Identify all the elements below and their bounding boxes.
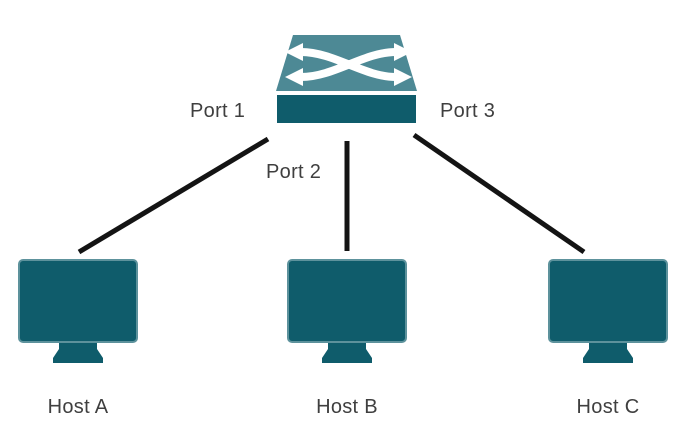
link-switch-host-c	[412, 132, 586, 255]
host-c	[548, 259, 668, 363]
host-c-label: Host C	[576, 396, 640, 418]
monitor-icon	[287, 259, 407, 363]
port-1-label: Port 1	[190, 100, 246, 122]
port-2-label: Port 2	[266, 161, 322, 183]
network-switch	[276, 35, 417, 123]
lan-switch-icon	[276, 35, 417, 123]
host-a-label: Host A	[47, 396, 109, 418]
host-b-label: Host B	[316, 396, 378, 418]
monitor-icon	[18, 259, 138, 363]
monitor-icon	[548, 259, 668, 363]
host-b	[287, 259, 407, 363]
port-3-label: Port 3	[440, 100, 496, 122]
host-a	[18, 259, 138, 363]
link-switch-host-a	[77, 136, 270, 255]
